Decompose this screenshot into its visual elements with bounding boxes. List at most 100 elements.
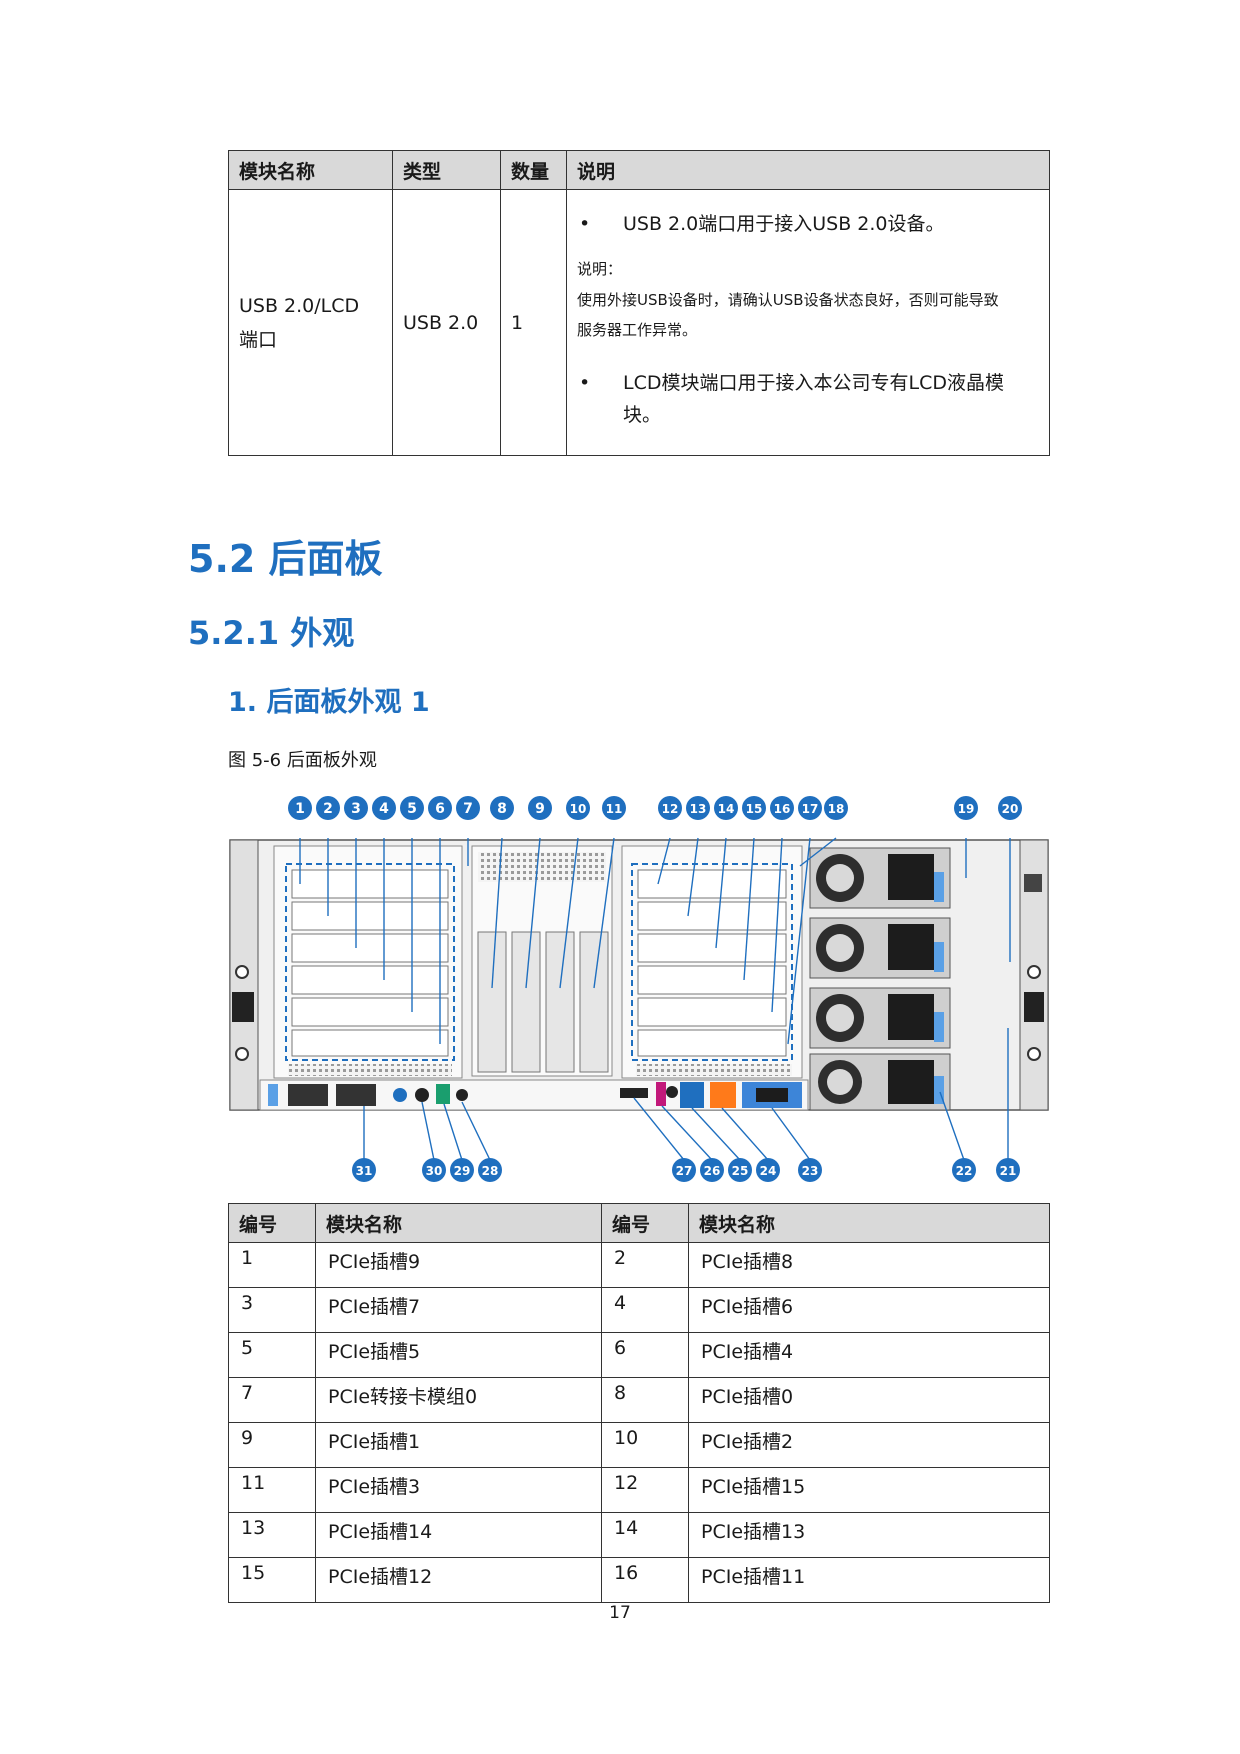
callout-label-9: 9 [535, 801, 545, 817]
callout-badge-30 [422, 1158, 446, 1182]
header-number-left: 编号 [228, 1203, 316, 1243]
callout-label-24: 24 [760, 1164, 777, 1178]
psu-power-socket [888, 1060, 934, 1104]
page-number: 17 [609, 1603, 631, 1623]
cell-number: 16 [601, 1557, 689, 1603]
riser-right-vent [636, 1064, 792, 1076]
riser-left-dashed-outline [285, 863, 455, 1061]
callout-badge-24 [756, 1158, 780, 1182]
callout-leader-lines [299, 837, 1011, 1161]
note-title: 说明： [577, 260, 623, 278]
callout-badge-17 [798, 796, 822, 820]
cell-name: PCIe插槽15 [688, 1467, 1050, 1513]
callout-badge-12 [658, 796, 682, 820]
header-count: 数量 [500, 150, 567, 190]
module-description-cell: • USB 2.0端口用于接入USB 2.0设备。 说明： 使用外接USB设备时… [566, 189, 1050, 456]
callout-label-14: 14 [718, 802, 735, 816]
cell-number: 15 [228, 1557, 316, 1603]
callout-label-27: 27 [676, 1164, 693, 1178]
bullet-icon: • [579, 372, 591, 394]
module-table: 模块名称 类型 数量 说明 USB 2.0/LCD 端口 USB 2.0 1 •… [228, 150, 1050, 456]
cell-number: 2 [601, 1242, 689, 1288]
header-type: 类型 [392, 150, 501, 190]
callout-badge-8 [490, 796, 514, 820]
module-type-cell: USB 2.0 [392, 189, 501, 456]
description-lcd-line2: 块。 [623, 404, 662, 426]
cell-number: 13 [228, 1512, 316, 1558]
cell-name: PCIe插槽3 [315, 1467, 602, 1513]
callout-badge-25 [728, 1158, 752, 1182]
callout-label-26: 26 [704, 1164, 721, 1178]
callout-label-2: 2 [323, 801, 333, 817]
callout-badge-1 [288, 796, 312, 820]
callout-label-25: 25 [732, 1164, 749, 1178]
callout-label-1: 1 [295, 801, 305, 817]
callout-badge-19 [954, 796, 978, 820]
pcie-slot-bracket [291, 997, 449, 1027]
uid-button-icon [393, 1088, 407, 1102]
middle-top-vent [478, 852, 606, 882]
usb-ports [680, 1082, 704, 1108]
callout-label-11: 11 [606, 802, 623, 816]
cell-number: 5 [228, 1332, 316, 1378]
callout-badge-13 [686, 796, 710, 820]
description-usb: USB 2.0端口用于接入USB 2.0设备。 [623, 213, 945, 235]
callout-label-23: 23 [802, 1164, 819, 1178]
rack-screw-icon [235, 965, 249, 979]
pcie-slot-2 [545, 931, 575, 1073]
cell-number: 12 [601, 1467, 689, 1513]
callout-label-3: 3 [351, 801, 361, 817]
note-line2: 服务器工作异常。 [577, 321, 698, 339]
module-count-cell: 1 [500, 189, 567, 456]
callout-label-8: 8 [497, 801, 507, 817]
psu-1 [809, 847, 951, 909]
callout-badge-23 [798, 1158, 822, 1182]
riser-left-vent [288, 1064, 452, 1076]
callout-badge-10 [566, 796, 590, 820]
callout-label-10: 10 [570, 802, 587, 816]
callout-label-13: 13 [690, 802, 707, 816]
callout-badge-15 [742, 796, 766, 820]
rack-screw-icon [235, 1047, 249, 1061]
callout-badge-9 [528, 796, 552, 820]
ear-latch [1024, 874, 1042, 892]
power-button-icon [415, 1088, 429, 1102]
psu-power-socket [888, 924, 934, 970]
ocp-card-latch [268, 1084, 278, 1106]
callout-badge-18 [824, 796, 848, 820]
rack-screw-icon [1027, 1047, 1041, 1061]
callout-label-19: 19 [958, 802, 975, 816]
bullet-icon: • [579, 213, 591, 235]
cell-number: 1 [228, 1242, 316, 1288]
callout-badge-29 [450, 1158, 474, 1182]
header-name-right: 模块名称 [688, 1203, 1050, 1243]
cell-name: PCIe插槽9 [315, 1242, 602, 1288]
cell-number: 11 [228, 1467, 316, 1513]
pcie-slot-1 [511, 931, 541, 1073]
cell-number: 7 [228, 1377, 316, 1423]
psu-fan-hub [826, 934, 854, 962]
psu-handle [934, 872, 944, 902]
cell-name: PCIe插槽11 [688, 1557, 1050, 1603]
note-text: 使用外接USB设备时，请确认USB设备状态良好，否则可能导致 服务器工作异常。 [577, 285, 1039, 345]
ear-latch [232, 992, 254, 1022]
callout-badge-21 [996, 1158, 1020, 1182]
callout-label-31: 31 [356, 1164, 373, 1178]
cell-number: 10 [601, 1422, 689, 1468]
cell-number: 6 [601, 1332, 689, 1378]
pcie-slot-bracket [637, 869, 787, 899]
vga-connector [756, 1088, 788, 1102]
module-name-cell: USB 2.0/LCD 端口 [228, 189, 393, 456]
note-line1: 使用外接USB设备时，请确认USB设备状态良好，否则可能导致 [577, 291, 999, 309]
module-row-usb-lcd: USB 2.0/LCD 端口 USB 2.0 1 • USB 2.0端口用于接入… [228, 189, 1050, 456]
cell-name: PCIe插槽7 [315, 1287, 602, 1333]
psu-power-socket [888, 994, 934, 1040]
cell-name: PCIe插槽1 [315, 1422, 602, 1468]
